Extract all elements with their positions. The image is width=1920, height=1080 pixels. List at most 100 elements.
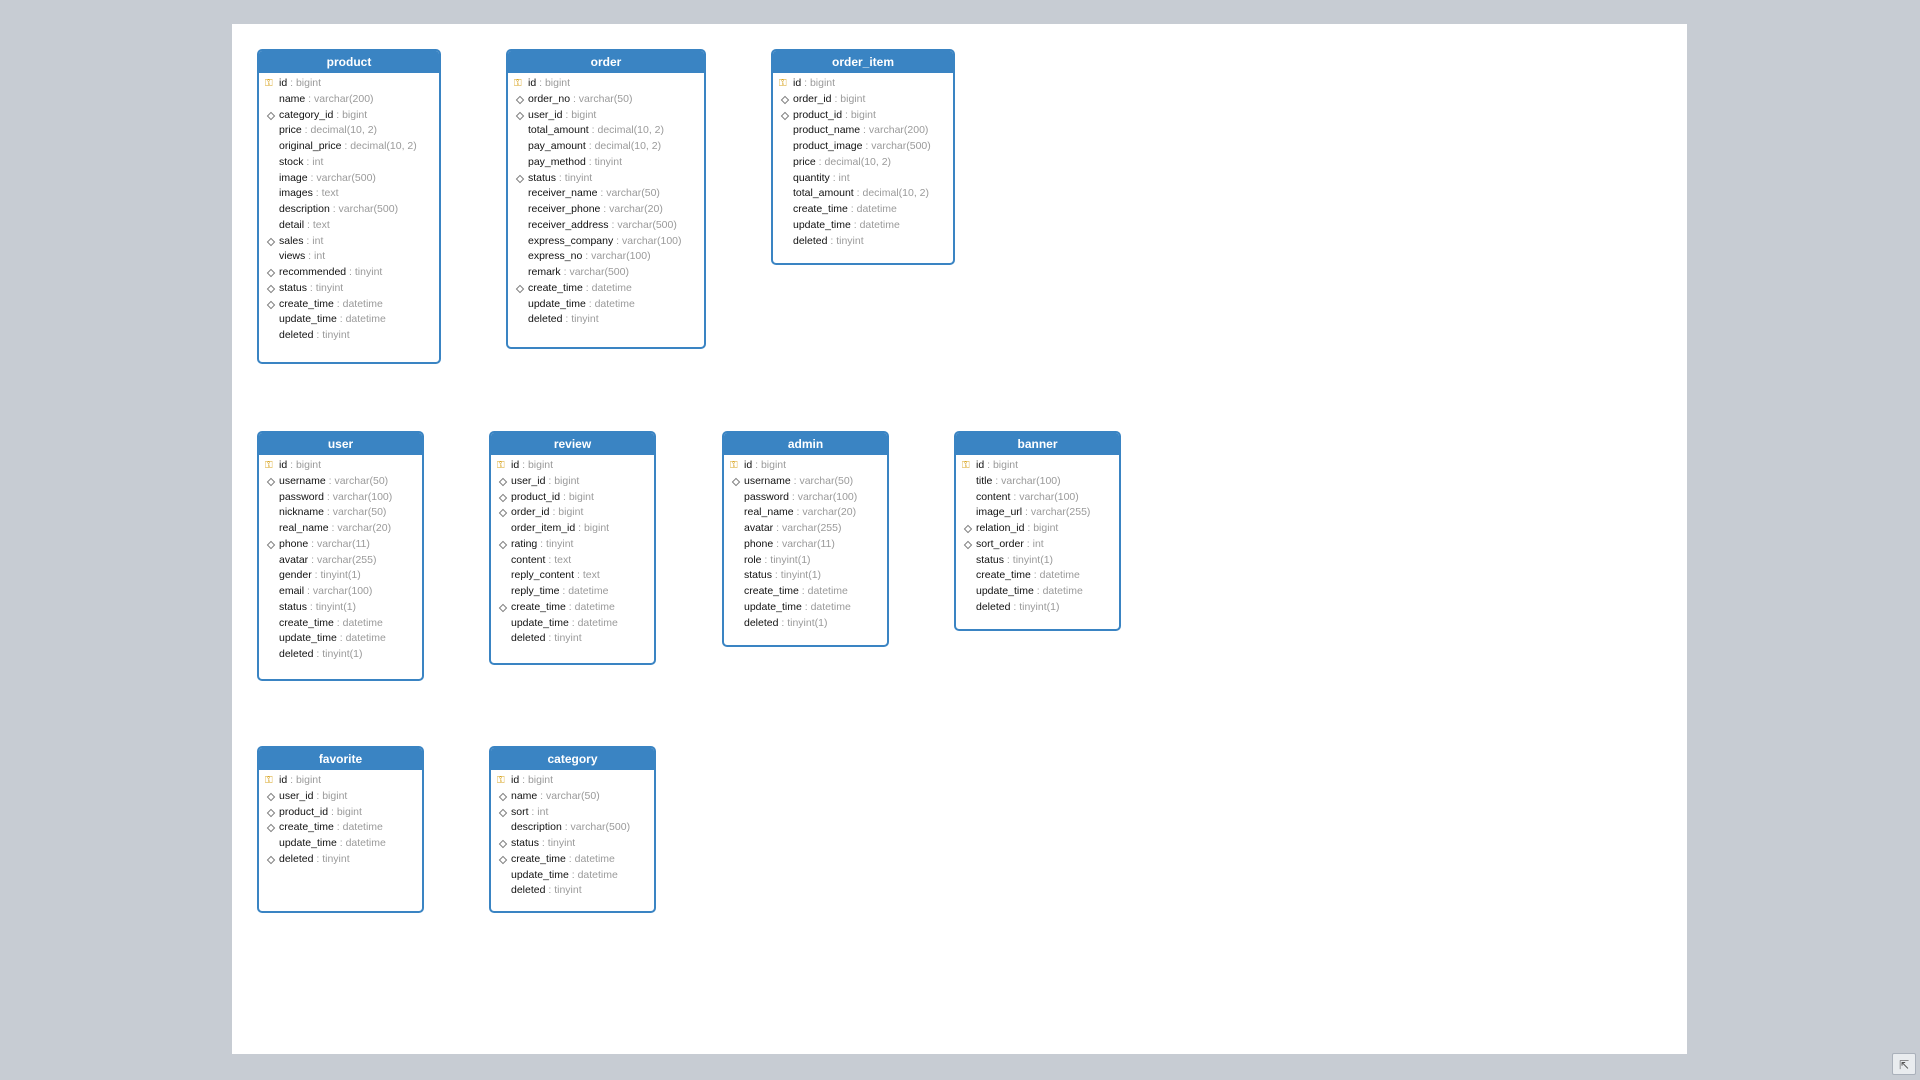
- field-row[interactable]: rating : tinyint: [491, 537, 654, 553]
- field-row[interactable]: update_time : datetime: [259, 312, 439, 328]
- field-row[interactable]: create_time : datetime: [508, 281, 704, 297]
- field-row[interactable]: sort_order : int: [956, 537, 1119, 553]
- field-row[interactable]: receiver_address : varchar(500): [508, 218, 704, 234]
- field-row[interactable]: create_time : datetime: [259, 820, 422, 836]
- field-row[interactable]: deleted : tinyint(1): [956, 600, 1119, 616]
- field-row[interactable]: status : tinyint(1): [724, 568, 887, 584]
- field-row[interactable]: price : decimal(10, 2): [259, 123, 439, 139]
- field-row[interactable]: ⚿id : bigint: [956, 458, 1119, 474]
- field-row[interactable]: product_name : varchar(200): [773, 123, 953, 139]
- field-row[interactable]: create_time : datetime: [259, 297, 439, 313]
- field-row[interactable]: reply_content : text: [491, 568, 654, 584]
- field-row[interactable]: image : varchar(500): [259, 171, 439, 187]
- field-row[interactable]: user_id : bigint: [259, 789, 422, 805]
- field-row[interactable]: role : tinyint(1): [724, 553, 887, 569]
- field-row[interactable]: update_time : datetime: [724, 600, 887, 616]
- field-row[interactable]: detail : text: [259, 218, 439, 234]
- field-row[interactable]: description : varchar(500): [491, 820, 654, 836]
- field-row[interactable]: price : decimal(10, 2): [773, 155, 953, 171]
- field-row[interactable]: create_time : datetime: [956, 568, 1119, 584]
- field-row[interactable]: deleted : tinyint(1): [724, 616, 887, 632]
- field-row[interactable]: create_time : datetime: [259, 616, 422, 632]
- field-row[interactable]: image_url : varchar(255): [956, 505, 1119, 521]
- field-row[interactable]: deleted : tinyint: [491, 883, 654, 899]
- field-row[interactable]: create_time : datetime: [773, 202, 953, 218]
- field-row[interactable]: update_time : datetime: [259, 836, 422, 852]
- field-row[interactable]: ⚿id : bigint: [724, 458, 887, 474]
- field-row[interactable]: ⚿id : bigint: [259, 773, 422, 789]
- field-row[interactable]: update_time : datetime: [491, 616, 654, 632]
- field-row[interactable]: images : text: [259, 186, 439, 202]
- field-row[interactable]: reply_time : datetime: [491, 584, 654, 600]
- field-row[interactable]: update_time : datetime: [491, 868, 654, 884]
- field-row[interactable]: status : tinyint: [491, 836, 654, 852]
- field-row[interactable]: email : varchar(100): [259, 584, 422, 600]
- field-row[interactable]: title : varchar(100): [956, 474, 1119, 490]
- field-row[interactable]: username : varchar(50): [259, 474, 422, 490]
- field-row[interactable]: avatar : varchar(255): [259, 553, 422, 569]
- field-row[interactable]: status : tinyint(1): [259, 600, 422, 616]
- field-row[interactable]: password : varchar(100): [724, 490, 887, 506]
- field-row[interactable]: content : text: [491, 553, 654, 569]
- field-row[interactable]: description : varchar(500): [259, 202, 439, 218]
- field-row[interactable]: gender : tinyint(1): [259, 568, 422, 584]
- field-row[interactable]: receiver_name : varchar(50): [508, 186, 704, 202]
- field-row[interactable]: update_time : datetime: [773, 218, 953, 234]
- field-row[interactable]: phone : varchar(11): [259, 537, 422, 553]
- field-row[interactable]: deleted : tinyint: [259, 852, 422, 868]
- field-row[interactable]: recommended : tinyint: [259, 265, 439, 281]
- field-row[interactable]: order_id : bigint: [773, 92, 953, 108]
- field-row[interactable]: user_id : bigint: [491, 474, 654, 490]
- field-row[interactable]: views : int: [259, 249, 439, 265]
- field-row[interactable]: product_id : bigint: [773, 108, 953, 124]
- field-row[interactable]: name : varchar(50): [491, 789, 654, 805]
- field-row[interactable]: total_amount : decimal(10, 2): [508, 123, 704, 139]
- field-row[interactable]: real_name : varchar(20): [259, 521, 422, 537]
- field-row[interactable]: deleted : tinyint: [259, 328, 439, 344]
- field-row[interactable]: name : varchar(200): [259, 92, 439, 108]
- field-row[interactable]: deleted : tinyint(1): [259, 647, 422, 663]
- field-row[interactable]: ⚿id : bigint: [259, 458, 422, 474]
- field-row[interactable]: order_item_id : bigint: [491, 521, 654, 537]
- field-row[interactable]: real_name : varchar(20): [724, 505, 887, 521]
- field-row[interactable]: quantity : int: [773, 171, 953, 187]
- field-row[interactable]: pay_method : tinyint: [508, 155, 704, 171]
- field-row[interactable]: update_time : datetime: [259, 631, 422, 647]
- field-row[interactable]: status : tinyint(1): [956, 553, 1119, 569]
- field-row[interactable]: pay_amount : decimal(10, 2): [508, 139, 704, 155]
- field-row[interactable]: sales : int: [259, 234, 439, 250]
- field-row[interactable]: product_id : bigint: [259, 805, 422, 821]
- field-row[interactable]: create_time : datetime: [724, 584, 887, 600]
- field-row[interactable]: update_time : datetime: [956, 584, 1119, 600]
- field-row[interactable]: status : tinyint: [259, 281, 439, 297]
- field-row[interactable]: deleted : tinyint: [491, 631, 654, 647]
- field-row[interactable]: deleted : tinyint: [773, 234, 953, 250]
- field-row[interactable]: total_amount : decimal(10, 2): [773, 186, 953, 202]
- field-row[interactable]: ⚿id : bigint: [259, 76, 439, 92]
- field-row[interactable]: ⚿id : bigint: [508, 76, 704, 92]
- field-row[interactable]: password : varchar(100): [259, 490, 422, 506]
- field-row[interactable]: remark : varchar(500): [508, 265, 704, 281]
- field-row[interactable]: ⚿id : bigint: [491, 773, 654, 789]
- field-row[interactable]: stock : int: [259, 155, 439, 171]
- field-row[interactable]: express_no : varchar(100): [508, 249, 704, 265]
- field-row[interactable]: category_id : bigint: [259, 108, 439, 124]
- field-row[interactable]: update_time : datetime: [508, 297, 704, 313]
- field-row[interactable]: ⚿id : bigint: [773, 76, 953, 92]
- field-row[interactable]: product_id : bigint: [491, 490, 654, 506]
- field-row[interactable]: username : varchar(50): [724, 474, 887, 490]
- field-row[interactable]: ⚿id : bigint: [491, 458, 654, 474]
- field-row[interactable]: deleted : tinyint: [508, 312, 704, 328]
- field-row[interactable]: user_id : bigint: [508, 108, 704, 124]
- field-row[interactable]: receiver_phone : varchar(20): [508, 202, 704, 218]
